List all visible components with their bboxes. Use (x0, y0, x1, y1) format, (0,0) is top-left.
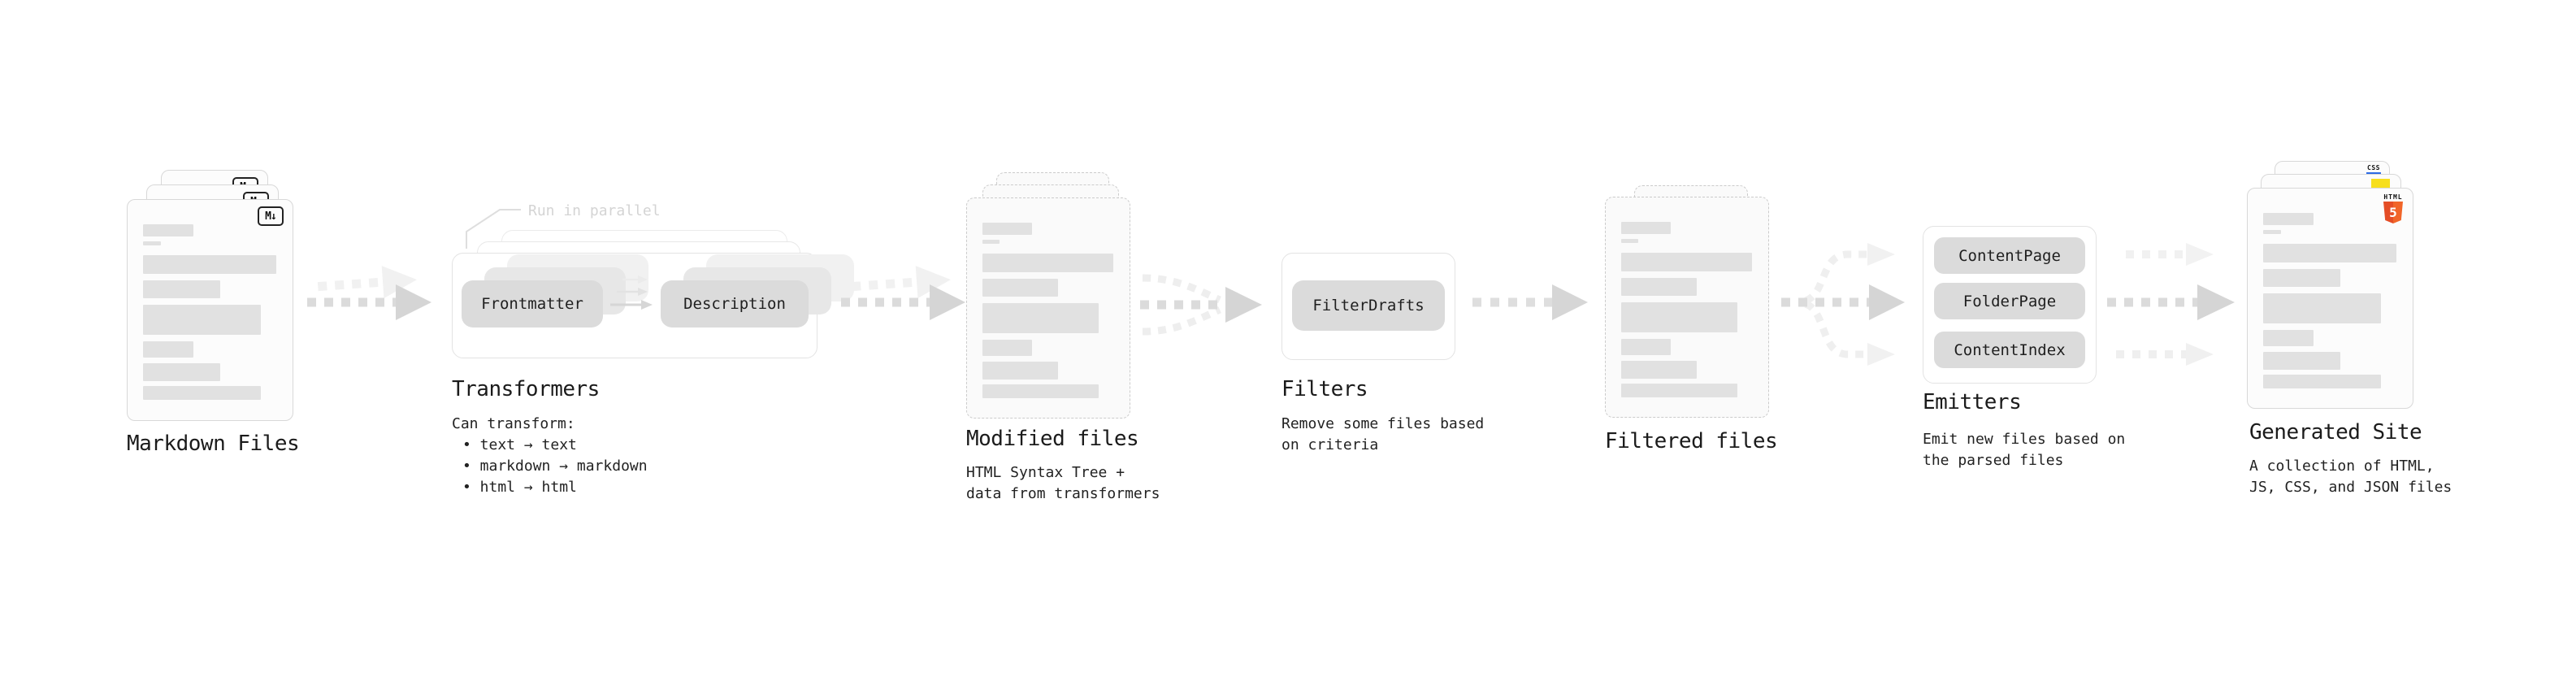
doc-content-bar (143, 241, 161, 245)
emitters-desc-line: Emit new files based on (1923, 431, 2126, 448)
generated-site-stack: CSS HTML 5 (2247, 161, 2418, 413)
doc-content-bar (143, 341, 193, 358)
transformers-desc-title: Can transform: (452, 415, 575, 432)
doc-content-bar (2263, 213, 2314, 225)
css-icon: CSS (2366, 165, 2382, 176)
doc-content-bar (143, 363, 221, 381)
doc-content-bar (2263, 293, 2382, 323)
parallel-flow-arrows-icon (2107, 243, 2235, 366)
doc-content-bar (143, 386, 262, 400)
doc-content-bar (982, 303, 1099, 333)
doc-content-bar (1621, 339, 1671, 355)
filters-description: Remove some files based on criteria (1281, 414, 1484, 456)
contentpage-chip: ContentPage (1934, 237, 2085, 274)
html5-shield: 5 (2383, 202, 2403, 223)
doc-content-bar (982, 340, 1032, 356)
stage-label-generated-site: Generated Site (2249, 420, 2422, 445)
stage-label-emitters: Emitters (1923, 390, 2022, 414)
flow-arrow-icon (307, 266, 432, 320)
doc-content-bar (1621, 253, 1752, 271)
doc-content-bar (982, 362, 1059, 380)
markdown-file-front: M↓ (127, 199, 293, 421)
doc-content-bar (982, 254, 1113, 272)
modified-desc-line: data from transformers (966, 485, 1160, 502)
html-file-front: HTML 5 (2247, 188, 2413, 409)
stage-label-filters: Filters (1281, 377, 1368, 401)
annotation-bracket-icon (466, 209, 521, 249)
run-in-parallel-annotation: Run in parallel (528, 202, 661, 219)
markdown-file-stack: M↓ M↓ M↓ (127, 170, 299, 423)
modified-file-front (966, 197, 1130, 419)
filters-desc-line: on criteria (1281, 436, 1379, 453)
css-icon-underline (2366, 172, 2381, 176)
doc-content-bar (982, 223, 1032, 235)
css-icon-label: CSS (2367, 164, 2380, 171)
html5-icon: HTML 5 (2383, 193, 2404, 223)
document-content-skeleton (982, 223, 1116, 398)
transformers-bullet: • text → text (462, 436, 577, 453)
folderpage-chip: FolderPage (1934, 283, 2085, 319)
frontmatter-chip: Frontmatter (462, 280, 603, 327)
split-arrow-icon (1781, 243, 1905, 366)
transformers-bullet: • html → html (462, 479, 577, 496)
modified-files-description: HTML Syntax Tree + data from transformer… (966, 462, 1160, 505)
doc-content-bar (1621, 222, 1671, 234)
emitters-description: Emit new files based on the parsed files (1923, 429, 2125, 471)
doc-content-bar (2263, 352, 2341, 370)
contentindex-chip: ContentIndex (1934, 332, 2085, 368)
doc-content-bar (2263, 230, 2281, 234)
doc-content-bar (2263, 330, 2314, 346)
document-content-skeleton (143, 224, 279, 400)
filterdrafts-chip: FilterDrafts (1292, 280, 1445, 331)
doc-content-bar (982, 240, 1000, 244)
document-content-skeleton (1621, 222, 1754, 397)
stage-label-markdown-files: Markdown Files (127, 432, 300, 456)
filtered-file-front (1605, 197, 1769, 418)
flow-arrow-icon (841, 266, 965, 320)
html5-icon-label: HTML (2383, 193, 2403, 201)
flow-arrow-icon (1472, 284, 1588, 320)
transformers-description: Can transform: • text → text • markdown … (452, 414, 648, 498)
html5-number: 5 (2389, 204, 2397, 220)
stage-label-filtered-files: Filtered files (1605, 429, 1778, 453)
generated-desc-line: JS, CSS, and JSON files (2249, 479, 2452, 496)
doc-content-bar (143, 280, 221, 298)
doc-content-bar (1621, 361, 1698, 379)
document-content-skeleton (2263, 213, 2399, 388)
doc-content-bar (2263, 244, 2396, 262)
doc-content-bar (143, 224, 193, 236)
js-icon (2371, 179, 2390, 189)
doc-content-bar (2263, 269, 2341, 287)
doc-content-bar (1621, 278, 1698, 296)
transformers-bullet: • markdown → markdown (462, 458, 648, 475)
modified-desc-line: HTML Syntax Tree + (966, 464, 1125, 481)
description-chip: Description (661, 280, 809, 327)
doc-content-bar (1621, 384, 1737, 397)
doc-content-bar (2263, 375, 2382, 388)
stage-label-modified-files: Modified files (966, 427, 1139, 451)
emitters-desc-line: the parsed files (1923, 452, 2064, 469)
doc-content-bar (143, 305, 262, 335)
doc-content-bar (982, 384, 1099, 398)
parallel-transform-arrows-icon (610, 275, 653, 310)
doc-content-bar (143, 255, 276, 274)
generated-site-description: A collection of HTML, JS, CSS, and JSON … (2249, 456, 2452, 498)
modified-file-stack (966, 172, 1133, 420)
generated-desc-line: A collection of HTML, (2249, 458, 2435, 475)
filtered-file-stack (1605, 185, 1772, 421)
stage-label-transformers: Transformers (452, 377, 600, 401)
markdown-icon: M↓ (258, 206, 284, 226)
merge-arrow-icon (1140, 274, 1262, 336)
filters-desc-line: Remove some files based (1281, 415, 1485, 432)
doc-content-bar (1621, 302, 1737, 332)
doc-content-bar (982, 279, 1059, 297)
doc-content-bar (1621, 239, 1639, 243)
